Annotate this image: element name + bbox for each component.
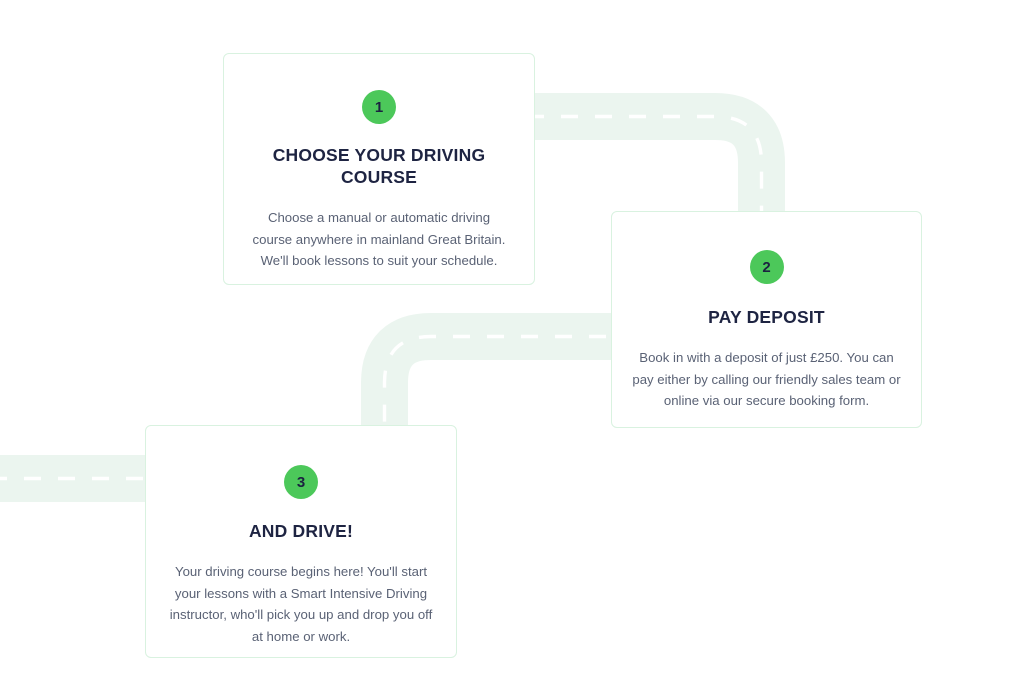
step-title-3: AND DRIVE!: [248, 521, 354, 541]
step-body-1: Choose a manual or automatic driving cou…: [252, 209, 506, 269]
step-title-2: PAY DEPOSIT: [708, 307, 825, 327]
step-title-1: CHOOSE YOUR DRIVING COURSE: [272, 145, 486, 187]
step-number-badge-1: 1: [362, 90, 396, 124]
step-body-3: Your driving course begins here! You'll …: [169, 563, 433, 645]
step-card-2: 2 PAY DEPOSIT Book in with a deposit of …: [611, 211, 922, 428]
road-middle-left-curve: [361, 313, 640, 430]
step-card-3: 3 AND DRIVE! Your driving course begins …: [145, 425, 457, 658]
step-card-1: 1 CHOOSE YOUR DRIVING COURSE Choose a ma…: [223, 53, 535, 285]
step-number-badge-2: 2: [749, 250, 784, 284]
road-top-right-curve: [527, 93, 785, 215]
step-number-badge-3: 3: [284, 465, 318, 499]
step-body-2: Book in with a deposit of just £250. You…: [632, 349, 901, 409]
